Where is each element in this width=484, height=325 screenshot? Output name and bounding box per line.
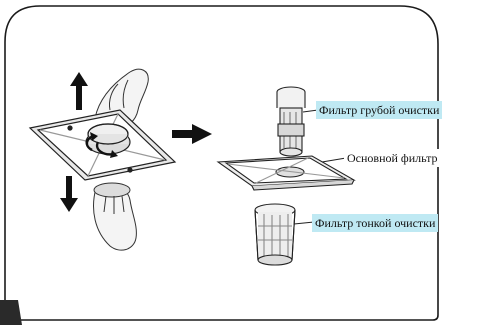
label-fine-filter: Фильтр тонкой очистки (312, 214, 438, 232)
fine-filter-part (255, 204, 295, 265)
coarse-filter-part (277, 87, 305, 156)
label-main-filter: Основной фильтр (344, 149, 441, 167)
label-coarse-filter: Фильтр грубой очистки (316, 101, 442, 119)
